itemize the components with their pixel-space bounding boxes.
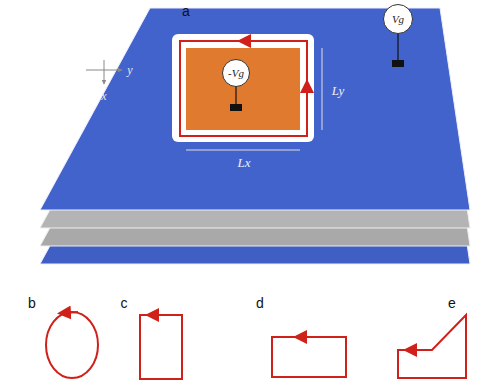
current-arrow xyxy=(306,86,308,102)
loop-shape xyxy=(272,337,346,377)
wire xyxy=(235,86,236,104)
axis-label: x xyxy=(101,90,106,102)
wire xyxy=(397,34,398,60)
panel-letter: d xyxy=(256,296,264,310)
current-arrow xyxy=(152,314,166,316)
axis-label: y xyxy=(127,64,132,76)
dimension-line xyxy=(322,48,323,130)
dimension-label: Lx xyxy=(238,156,251,169)
panel-letter: a xyxy=(182,4,190,18)
current-arrow xyxy=(410,349,424,351)
voltage-source: Vg xyxy=(383,4,413,34)
source-label: -Vg xyxy=(228,67,244,79)
loop-shape xyxy=(140,315,182,379)
gap-region xyxy=(172,34,314,142)
voltage-source: -Vg xyxy=(222,59,250,87)
panel-letter: e xyxy=(448,296,456,310)
axis-arrow xyxy=(104,60,105,84)
current-arrow xyxy=(244,40,262,42)
current-arrow xyxy=(300,336,314,338)
panel-letter: c xyxy=(121,296,128,310)
dimension-label: Ly xyxy=(332,84,345,97)
panel-letter: b xyxy=(28,296,36,310)
top-layer xyxy=(40,8,470,210)
source-label: Vg xyxy=(392,13,404,25)
contact-pad xyxy=(230,104,242,111)
current-arrow xyxy=(64,312,78,313)
loop-shape xyxy=(46,312,98,378)
contact-pad xyxy=(392,60,404,67)
edge-current-loop xyxy=(180,41,307,136)
inner-island xyxy=(186,48,300,130)
dimension-line xyxy=(186,150,300,151)
loop-shape xyxy=(398,315,466,378)
